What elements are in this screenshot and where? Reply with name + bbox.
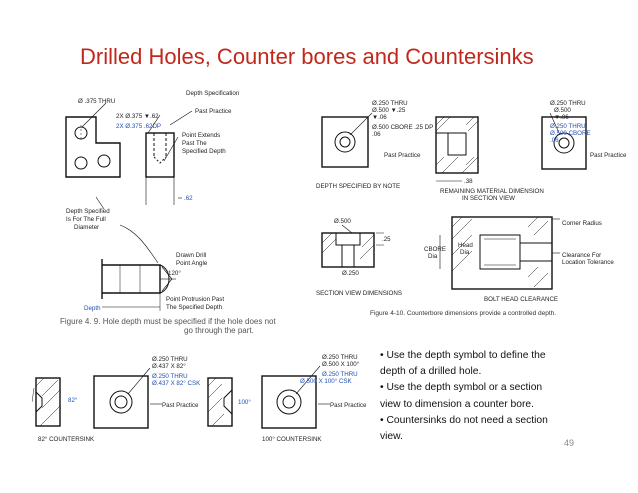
hole-depth-figure: Ø .375 THRU Depth Specification 2X Ø.375… (60, 85, 290, 335)
slide-title: Drilled Holes, Counter bores and Counter… (80, 44, 534, 69)
protrusion-label-1: Point Protrusion Past (166, 296, 224, 303)
csk-past-practice-1: Past Practice (162, 402, 199, 409)
csk-angle-82: 82° (68, 397, 78, 404)
cb-cbore-label: CBORE (424, 246, 446, 253)
counterbore-drawing: Ø.250 THRU Ø.500 ▼.25 ▼.06 Ø.500 CBORE .… (316, 100, 627, 303)
csk-label-s3: Ø.250 THRU (152, 373, 188, 380)
full-depth-label-2: Is For The Full (66, 216, 106, 223)
cb-label-b4: Ø.250 THRU (550, 123, 586, 130)
cb-past-practice-2: Past Practice (590, 152, 627, 159)
csk-label-t1: Ø.250 THRU (322, 354, 358, 361)
point-extends-label-2: Past The (182, 140, 207, 147)
cb-label-a2: Ø.500 ▼.25 (372, 107, 406, 114)
csk-angle-100: 100° (238, 399, 251, 406)
cb-clearance-2: Location Tolerance (562, 259, 614, 266)
angle-label: 120° (168, 270, 181, 277)
callout1-label: 2X Ø.375 ▼.62 (116, 113, 159, 120)
point-extends-label-1: Point Extends (182, 132, 220, 139)
csk-label-s2: Ø.437 X 82° (152, 363, 186, 370)
hole-depth-caption: Figure 4. 9. Hole depth must be specifie… (60, 317, 276, 326)
cb-label-c3: Ø.250 (342, 270, 359, 277)
csk-label-t4: Ø.500 X 100° CSK (300, 378, 353, 385)
depth-spec-label: Depth Specification (186, 90, 240, 97)
thru-label: Ø .375 THRU (78, 98, 115, 105)
bullet-line: • Countersinks do not need a section (380, 414, 548, 426)
counterbore-caption: Figure 4-10. Counterbore dimensions prov… (370, 310, 557, 317)
depth-label: Depth (84, 305, 101, 312)
callout2-label: 2X Ø.375 .62DP (116, 123, 161, 130)
past-practice-label: Past Practice (195, 108, 232, 115)
countersink-figure: Ø.250 THRU Ø.437 X 82° Ø.250 THRU Ø.437 … (31, 352, 368, 448)
full-depth-label-1: Depth Specified (66, 208, 110, 215)
cb-note-caption: DEPTH SPECIFIED BY NOTE (316, 183, 400, 190)
cb-corner-label: Corner Radius (562, 220, 602, 227)
csk-100-caption: 100° COUNTERSINK (262, 436, 322, 443)
cb-dia-label: Dia (428, 253, 438, 260)
cb-dim-38: .38 (464, 178, 473, 185)
csk-label-t3: Ø.250 THRU (322, 371, 358, 378)
cb-section-caption: SECTION VIEW DIMENSIONS (316, 290, 402, 297)
hole-depth-caption-2: go through the part. (184, 326, 254, 335)
cb-bolt-caption: BOLT HEAD CLEARANCE (484, 296, 558, 303)
cb-label-b2: Ø.500 (554, 107, 571, 114)
bullet-line: depth of a drilled hole. (380, 366, 482, 378)
protrusion-label-2: The Specified Depth (166, 304, 223, 311)
bullet-list: • Use the depth symbol to define the dep… (380, 348, 590, 445)
cb-label-c2: .25 (382, 236, 391, 243)
cb-clearance-1: Clearance For (562, 252, 601, 259)
cb-head-label-2: Dia (460, 249, 470, 256)
cb-label-a4: Ø.500 CBORE .25 DP (372, 124, 433, 131)
hole-depth-drawing: Ø .375 THRU Depth Specification 2X Ø.375… (65, 90, 240, 312)
csk-label-s1: Ø.250 THRU (152, 356, 188, 363)
bullet-line: • Use the depth symbol to define the (380, 350, 546, 361)
countersink-drawing: Ø.250 THRU Ø.437 X 82° Ø.250 THRU Ø.437 … (31, 354, 367, 443)
full-depth-label-3: Diameter (74, 224, 99, 231)
cb-label-a1: Ø.250 THRU (372, 100, 408, 107)
cb-label-b1: Ø.250 THRU (550, 100, 586, 107)
bullet-line: • Use the depth symbol or a section (380, 382, 543, 394)
cb-remaining-1: REMAINING MATERIAL DIMENSION (440, 188, 544, 195)
cb-label-a3: ▼.06 (372, 114, 387, 121)
bullet-line: view. (380, 431, 403, 443)
bullet-line: view to dimension a counter bore. (380, 398, 534, 410)
cb-label-b5: Ø.500 CBORE (550, 130, 591, 137)
csk-82-caption: 82° COUNTERSINK (38, 436, 95, 443)
cb-head-label-1: Head (458, 242, 473, 249)
drawn-point-label-2: Point Angle (176, 260, 208, 267)
cb-label-c1: Ø.500 (334, 218, 351, 225)
cb-label-a5: .06 (372, 131, 381, 138)
cb-label-b3: ▼.06 (554, 114, 569, 121)
csk-past-practice-2: Past Practice (330, 402, 367, 409)
cb-label-b6: .06 (550, 137, 559, 144)
csk-label-t2: Ø.500 X 100° (322, 361, 360, 368)
dim-62-label: .62 (184, 195, 193, 202)
csk-label-s4: Ø.437 X 82° CSK (152, 380, 201, 387)
cb-remaining-2: IN SECTION VIEW (462, 195, 515, 202)
point-extends-label-3: Specified Depth (182, 148, 226, 155)
cb-past-practice-1: Past Practice (384, 152, 421, 159)
drawn-point-label-1: Drawn Drill (176, 252, 206, 259)
counterbore-figure: Ø.250 THRU Ø.500 ▼.25 ▼.06 Ø.500 CBORE .… (312, 95, 630, 320)
page-number: 49 (564, 438, 575, 448)
